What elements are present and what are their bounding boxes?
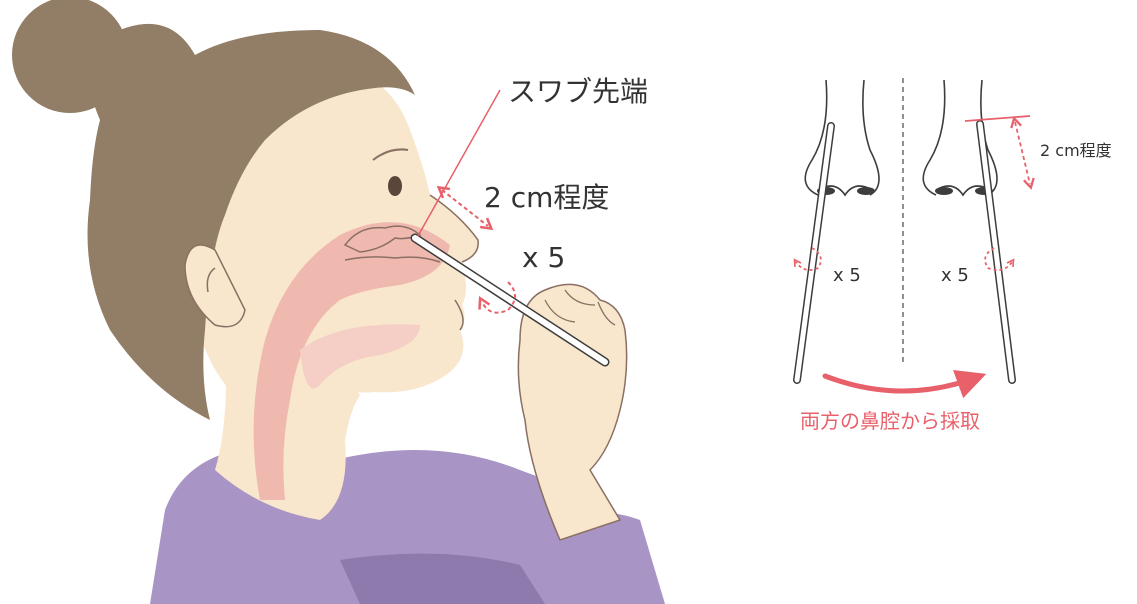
eye [388, 176, 402, 196]
rotation-label-left: x 5 [833, 265, 861, 286]
swab-icon-right [980, 124, 1012, 380]
both-nostrils-label: 両方の鼻腔から採取 [800, 409, 980, 433]
swab-tip-label: スワブ先端 [508, 75, 648, 108]
depth-label-main: 2 cm程度 [484, 181, 609, 214]
nose-outline-left [805, 80, 879, 195]
nostril-left-b [857, 187, 875, 195]
depth-label-side: 2 cm程度 [1040, 141, 1112, 160]
curved-arrow-icon [825, 376, 975, 391]
swab-tip-pointer [418, 90, 500, 236]
rotation-label-main: x 5 [522, 241, 565, 274]
depth-top-line [965, 116, 1030, 121]
nostril-right-a [935, 187, 953, 195]
depth-arrow-right [1015, 122, 1030, 184]
hair-bun [12, 0, 128, 113]
rotation-label-right: x 5 [941, 265, 969, 286]
swab-icon-left [797, 126, 831, 380]
